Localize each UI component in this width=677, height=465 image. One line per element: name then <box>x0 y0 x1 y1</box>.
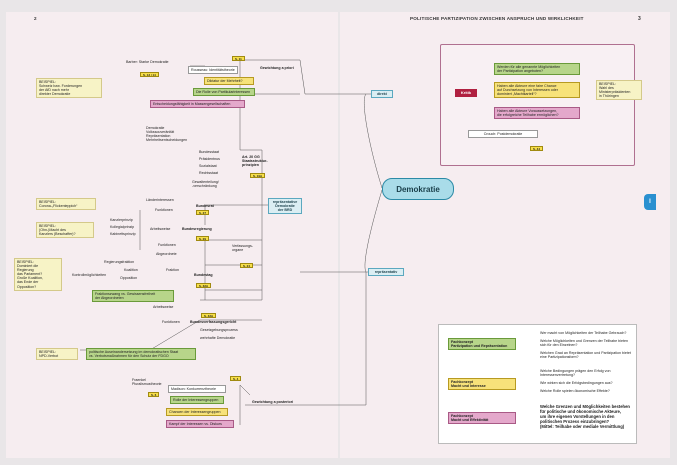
bverfg-label: Bundesverfassungsgericht <box>190 320 237 324</box>
legend-macht-interesse: Fachkonzept Macht und Interesse <box>448 378 516 391</box>
staat-rechtsstaat: Rechtsstaat <box>199 171 218 175</box>
kritik-badge: Kritik <box>455 89 477 97</box>
kampf-der-interessen: Kampf der Interessen vs. Diskurs <box>166 420 234 429</box>
tag-s32a: S. 32A <box>196 283 212 288</box>
bundestag-funktionen: Funktionen <box>158 243 176 247</box>
barber-label: Barber: Starke Demokratie <box>126 60 169 64</box>
legend-partizipation: Fachkonzept Partizipation und Repräsenta… <box>448 338 516 351</box>
bundesregierung-kabinett: Kabinettsprinzip <box>110 232 136 236</box>
bverfg-gesetzgebung: Gesetzgebungsprozess <box>200 328 238 332</box>
madison-box: Madison: Konkurrenztheorie <box>168 385 226 394</box>
art20-label: Art. 20 GG Staatsstruktur- prinzipien <box>242 155 268 168</box>
staat-sozialstaat: Sozialstaat <box>199 164 217 168</box>
bundestag-arbeitsweise: Arbeitsweise <box>153 305 174 309</box>
bundesrat-laender: Länderinteressen <box>146 198 174 202</box>
bundesrat-funktionen: Funktionen <box>155 208 173 212</box>
direct-gewichtung: Gewichtung a priori <box>260 66 294 70</box>
running-title: POLITISCHE PARTIZIPATION ZWISCHEN ANSPRU… <box>410 16 584 21</box>
direct-box-rousseau: Rousseau: Identitätstheorie <box>188 66 238 75</box>
tag-s4: S. 4 <box>230 376 242 381</box>
bundestag-koalition: Koalition <box>124 268 138 272</box>
node-representative: repräsentativ <box>368 268 404 276</box>
beispiel-kanzler: BEISPIEL: (Ohn-)Macht des Kanzlers (Besc… <box>36 222 94 239</box>
beispiel-npd: BEISPIEL: NPD-Verbot <box>36 348 78 361</box>
bundestag-label: Bundestag <box>194 273 213 277</box>
staat-bundesstaat: Bundesstaat <box>199 150 219 154</box>
legend-partizipation-q1: Wer macht von Möglichkeiten der Teilhabe… <box>540 331 627 335</box>
legend-partizipation-q3: Welchen Grad an Repräsentation und Parti… <box>540 351 631 360</box>
legend-effektivitaet-q: Welche Grenzen und Möglichkeiten bestehe… <box>540 404 630 429</box>
beispiel-thueringen: BEISPIEL: Wahl des Ministerpräsidenten i… <box>596 80 642 101</box>
legend-effektivitaet: Fachkonzept Macht und Effektivität <box>448 412 516 425</box>
bundesregierung-kollegial: Kollegialprinzip <box>110 225 135 229</box>
bundesregierung-kanzler: Kanzlerprinzip <box>110 218 133 222</box>
crouch-box: Crouch: Postdemokratie <box>468 130 538 139</box>
verfassungsorgane-label: Verfassungs- organe <box>232 244 253 253</box>
staat-praesident: Präsidentnus <box>199 157 220 161</box>
tag-s11: S. 11 <box>232 56 245 61</box>
kritik-partizipation: Werden für alle genannte Möglichkeiten d… <box>494 63 580 76</box>
legend-macht-q2: Wie wirken sich die Erfolgsbedingungen a… <box>540 381 613 385</box>
demokratie-prinzipien: Demokratie Volkssouveränität Repräsentat… <box>146 126 188 143</box>
interessengruppen-chancen: Chancen der Interessengruppen <box>166 408 228 417</box>
node-direct: direkt <box>371 90 393 98</box>
beispiel-schweiz: BEISPIEL: Schweiz bzw. Forderungen der A… <box>36 78 102 99</box>
tag-s27: S. 27 <box>196 210 210 215</box>
center-node-democracy: Demokratie <box>382 178 454 200</box>
legend-partizipation-q2: Welche Möglichkeiten und Grenzen der Tei… <box>540 339 628 348</box>
bundestag-fraktion: Fraktion <box>166 268 179 272</box>
tag-s42a: S. 42A <box>201 313 217 318</box>
kritik-machtkartell: Haben alle Akteure eine faire Chance auf… <box>494 82 580 99</box>
legend-macht-q1: Welche Bedingungen prägen den Erfolg von… <box>540 369 611 378</box>
bverfg-funktionen: Funktionen <box>162 320 180 324</box>
tag-s24: S. 24 <box>240 263 254 268</box>
tag-s44: S. 44 <box>530 146 544 151</box>
bundesregierung-arbeit: Arbeitsweise <box>150 227 171 231</box>
beispiel-regierung: BEISPIEL: Dominiert die Regierung das Pa… <box>14 258 62 291</box>
npd-auseinandersetzung: politische Auseinandersetzung im demokra… <box>86 348 196 361</box>
kritik-voraussetzungen: Haben alle Akteure Voraussetzungen, die … <box>494 107 580 120</box>
fraenkel-label: Fraenkel Pluralismustheorie <box>132 378 162 387</box>
staat-gewaltenteilung: Gewaltenteilung/ -verschränkung <box>192 180 219 189</box>
bundestag-kontroll: Kontrollmöglichkeiten <box>72 273 107 277</box>
bundestag-fraktionszwang: Fraktionszwang vs. Gewissensfreiheit der… <box>92 290 174 303</box>
node-repr-democracy-brd: repräsentative Demokratie der BRD <box>268 198 302 214</box>
bundestag-opposition: Opposition <box>120 276 138 280</box>
bverfg-wehrhaft: wehrhafte Demokratie <box>200 336 236 340</box>
page-number-left: 2 <box>34 16 37 21</box>
direct-box-massengesellschaft: Entscheidungsfähigkeit in Massengesellsc… <box>150 100 245 109</box>
tag-s19a: S. 19A <box>250 173 266 178</box>
tag-s13-14: S. 13 / 14 <box>140 72 159 77</box>
direct-box-diktatur: Diktatur der Mehrheit? <box>204 77 254 86</box>
legend-macht-q3: Welche Rolle spielen ökonomische Effekte… <box>540 389 610 393</box>
repr-gewichtung: Gewichtung a posteriori <box>252 400 294 404</box>
bundestag-abgeordnete: Abgeordnete <box>156 252 177 256</box>
direct-box-partikular: Die Rolle von Partikularinteressen <box>193 88 255 97</box>
chapter-tab[interactable]: I <box>644 194 656 210</box>
bundesrat-label: Bundesrat <box>196 204 214 208</box>
bundesregierung-label: Bundesregierung <box>182 227 212 231</box>
interessengruppen-rolle: Rolle der Interessengruppen <box>170 396 224 405</box>
page-number-right: 3 <box>638 16 641 22</box>
tag-s6: S. 6 <box>148 392 160 397</box>
bundestag-regierungsfraktion: Regierungsfraktion <box>104 260 135 264</box>
tag-s29: S. 29 <box>196 236 210 241</box>
beispiel-corona: BEISPIEL: Corona-„Flickenteppich“ <box>36 198 96 211</box>
